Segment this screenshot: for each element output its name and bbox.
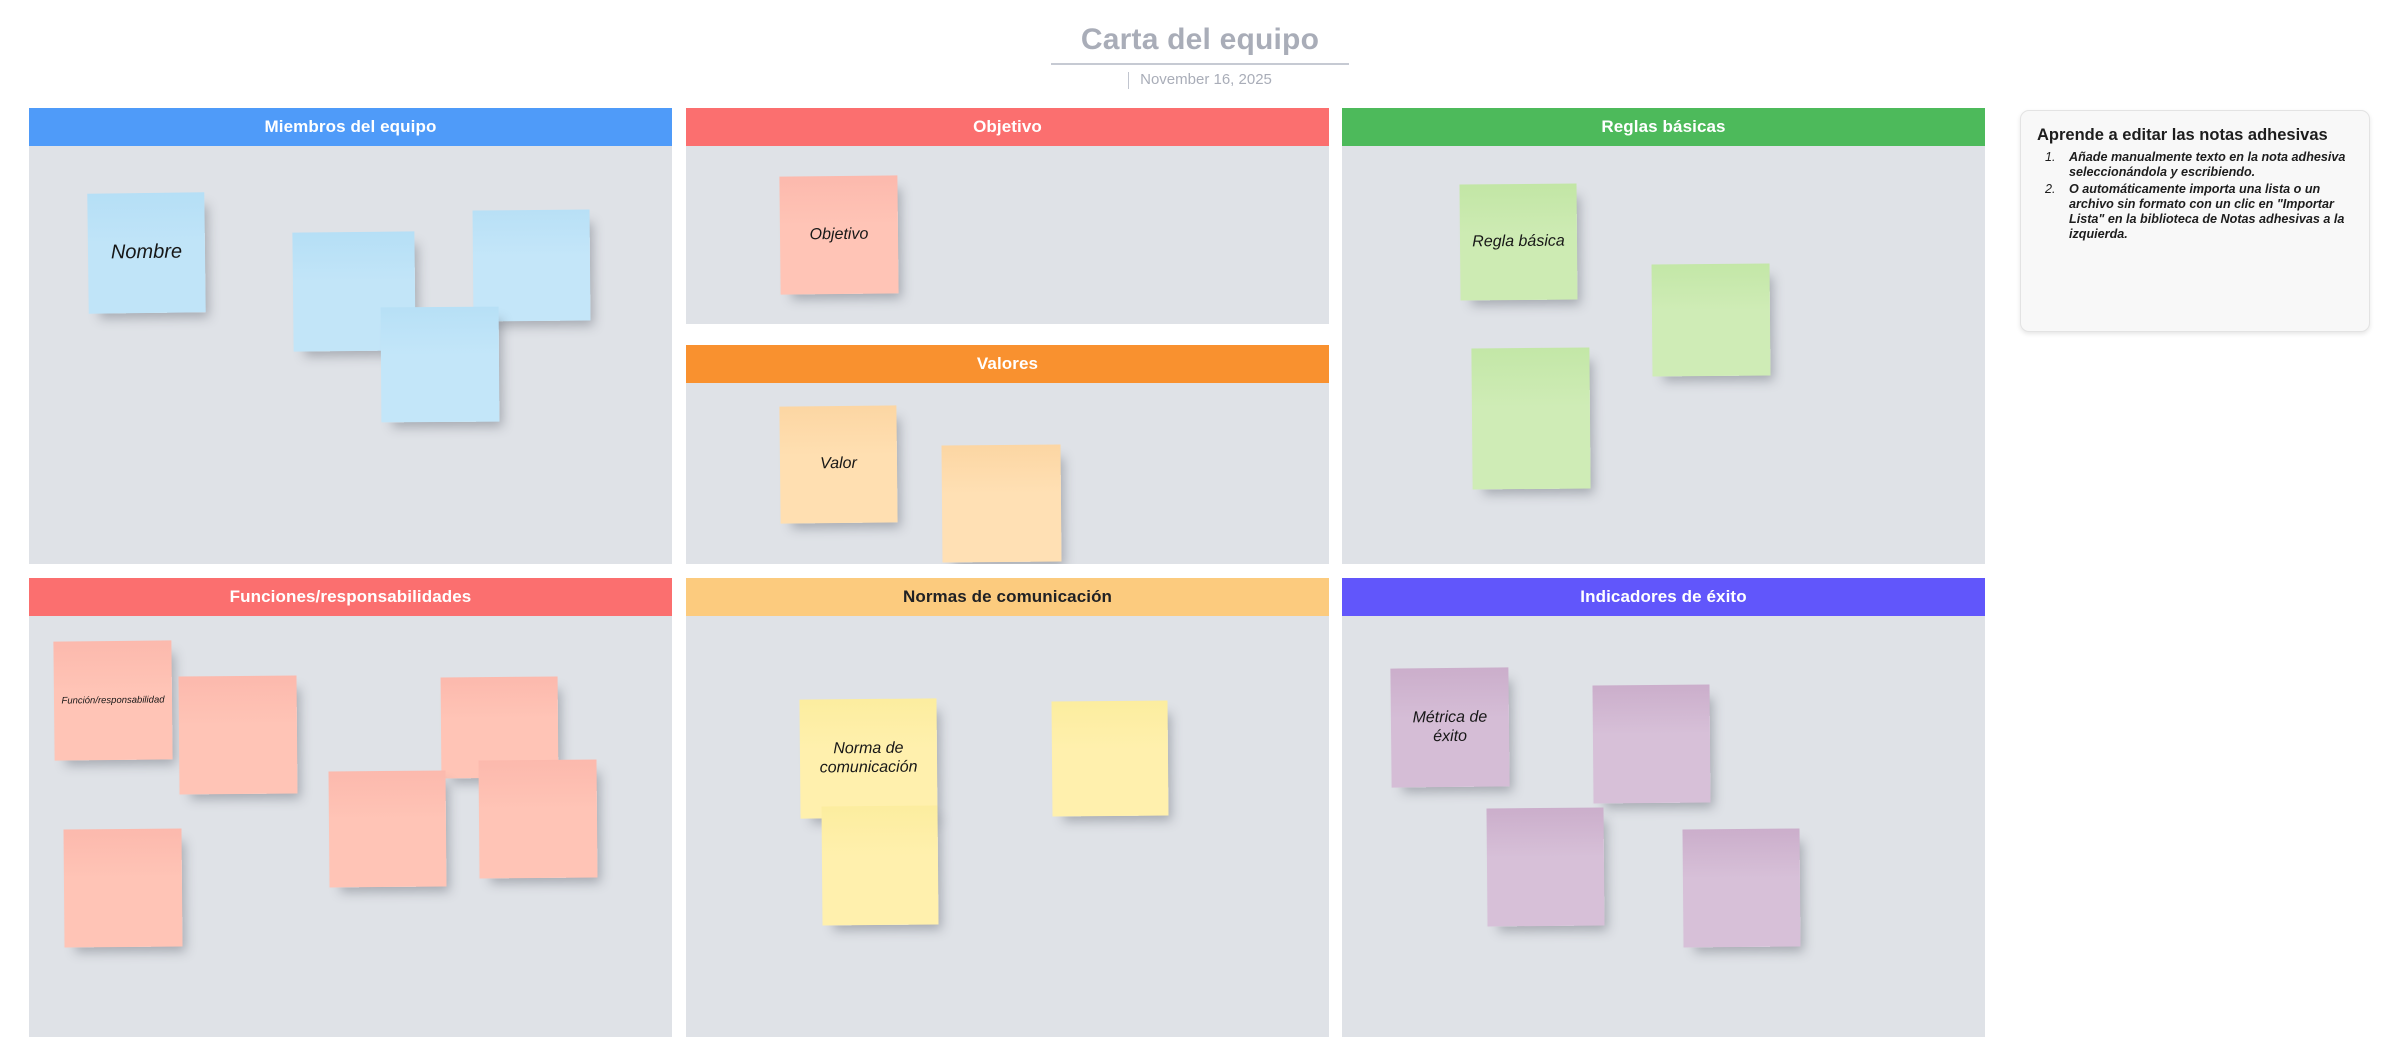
help-card-step: O automáticamente importa una lista o un… bbox=[2045, 182, 2345, 241]
panel-header-miembros-del-equipo[interactable]: Miembros del equipo bbox=[29, 108, 672, 146]
panel-header-objetivo[interactable]: Objetivo bbox=[686, 108, 1329, 146]
sticky-note[interactable] bbox=[478, 759, 598, 879]
sticky-note[interactable] bbox=[941, 444, 1062, 563]
sticky-note[interactable]: Nombre bbox=[87, 192, 206, 314]
panel-body-valores: Valor bbox=[686, 383, 1329, 564]
sticky-note-text: Métrica de éxito bbox=[1412, 708, 1488, 745]
panel-body-miembros-del-equipo: Nombre bbox=[29, 146, 672, 564]
sticky-note[interactable] bbox=[472, 209, 591, 322]
panel-body-normas-de-comunicacion: Norma de comunicación bbox=[686, 616, 1329, 1037]
board-date-row: November 16, 2025 bbox=[0, 71, 2400, 89]
sticky-note[interactable]: Norma de comunicación bbox=[799, 698, 938, 819]
sticky-note[interactable]: Valor bbox=[779, 405, 898, 524]
sticky-note[interactable]: Regla básica bbox=[1459, 183, 1578, 301]
sticky-note[interactable] bbox=[1682, 828, 1801, 948]
help-card-title: Aprende a editar las notas adhesivas bbox=[2037, 126, 2328, 144]
board-title-block: Carta del equipo November 16, 2025 bbox=[0, 22, 2400, 89]
divider-pipe bbox=[1128, 71, 1130, 89]
board-date: November 16, 2025 bbox=[1140, 71, 1272, 88]
sticky-note[interactable] bbox=[63, 828, 183, 948]
panel-header-normas-de-comunicacion[interactable]: Normas de comunicación bbox=[686, 578, 1329, 616]
sticky-note[interactable] bbox=[1471, 347, 1591, 490]
sticky-note-text: Objetivo bbox=[809, 225, 869, 243]
sticky-note-text: Función/responsabilidad bbox=[61, 694, 165, 707]
panel-header-reglas-basicas[interactable]: Reglas básicas bbox=[1342, 108, 1985, 146]
sticky-note-help-card: Aprende a editar las notas adhesivas Aña… bbox=[2020, 110, 2370, 332]
panel-body-reglas-basicas: Regla básica bbox=[1342, 146, 1985, 564]
sticky-note[interactable]: Objetivo bbox=[779, 175, 899, 295]
sticky-note[interactable] bbox=[178, 675, 298, 795]
sticky-note-text: Valor bbox=[820, 454, 857, 473]
sticky-note-text: Norma de comunicación bbox=[819, 739, 918, 776]
panel-body-objetivo: Objetivo bbox=[686, 146, 1329, 324]
sticky-note[interactable] bbox=[380, 306, 500, 423]
sticky-note[interactable] bbox=[328, 770, 447, 888]
panel-body-indicadores-de-exito: Métrica de éxito bbox=[1342, 616, 1985, 1037]
panel-header-funciones-responsabilidades[interactable]: Funciones/responsabilidades bbox=[29, 578, 672, 616]
panel-body-funciones-responsabilidades: Función/responsabilidad bbox=[29, 616, 672, 1037]
sticky-note[interactable]: Función/responsabilidad bbox=[53, 640, 173, 761]
sticky-note[interactable] bbox=[1486, 807, 1605, 927]
panel-header-valores[interactable]: Valores bbox=[686, 345, 1329, 383]
help-card-steps: Añade manualmente texto en la nota adhes… bbox=[2037, 150, 2353, 242]
sticky-note[interactable]: Métrica de éxito bbox=[1390, 667, 1510, 788]
help-card-step: Añade manualmente texto en la nota adhes… bbox=[2045, 150, 2346, 179]
sticky-note[interactable] bbox=[821, 805, 939, 926]
sticky-note[interactable] bbox=[1051, 700, 1169, 817]
sticky-note[interactable] bbox=[1592, 684, 1711, 804]
sticky-note-text: Nombre bbox=[110, 240, 183, 264]
page-title: Carta del equipo bbox=[1050, 22, 1350, 65]
panel-header-indicadores-de-exito[interactable]: Indicadores de éxito bbox=[1342, 578, 1985, 616]
sticky-note-text: Regla básica bbox=[1472, 232, 1565, 250]
sticky-note[interactable] bbox=[1651, 263, 1771, 377]
